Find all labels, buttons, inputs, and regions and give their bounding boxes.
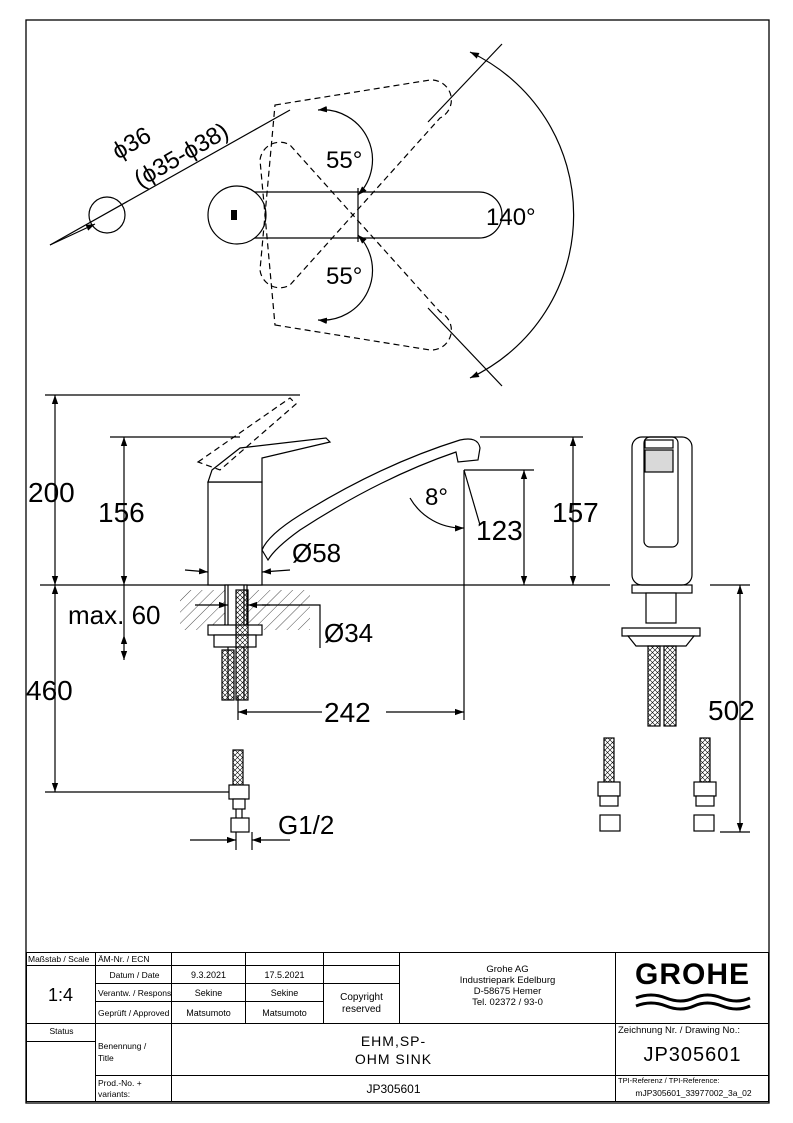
hose-connector-side bbox=[228, 749, 250, 833]
hose-connector-front-left bbox=[597, 737, 621, 832]
date-label: Datum / Date bbox=[96, 966, 172, 984]
tpi-value: mJP305601_33977002_3a_02 bbox=[635, 1088, 752, 1098]
prod-label: Prod.-No. + variants: bbox=[96, 1076, 172, 1102]
spout-angle-label: 8° bbox=[425, 484, 448, 511]
title-cell: EHM,SP- OHM SINK bbox=[172, 1024, 616, 1076]
front-view bbox=[597, 436, 750, 833]
copyright-line2: reserved bbox=[342, 1004, 381, 1015]
date-1: 9.3.2021 bbox=[172, 966, 246, 984]
sheet-frame bbox=[25, 19, 770, 1104]
top-view bbox=[49, 43, 575, 387]
title-line1: EHM,SP- bbox=[360, 1033, 427, 1049]
scale-label: Maßstab / Scale bbox=[26, 952, 96, 966]
company-line1: Grohe AG bbox=[486, 964, 529, 975]
angle-spread-label: 140° bbox=[486, 204, 536, 231]
drawing-no-cell: Zeichnung Nr. / Drawing No.: JP305601 bbox=[616, 1024, 769, 1076]
approved-label: Geprüft / Approved bbox=[96, 1002, 172, 1024]
spout bbox=[261, 438, 481, 562]
copyright-line1: Copyright bbox=[340, 992, 383, 1003]
title-line2: OHM SINK bbox=[354, 1051, 433, 1067]
spout-top-label: 157 bbox=[552, 497, 599, 528]
drawing-no: JP305601 bbox=[643, 1044, 742, 1066]
lever-side bbox=[207, 437, 332, 483]
responsible-2: Sekine bbox=[246, 984, 324, 1002]
hole-diameter-label: Ø34 bbox=[324, 618, 373, 648]
date-cell-3 bbox=[324, 966, 400, 984]
company-line2: Industriepark Edelburg bbox=[459, 975, 556, 986]
status-cell bbox=[26, 1042, 96, 1102]
date-2: 17.5.2021 bbox=[246, 966, 324, 984]
logo-cell: GROHE bbox=[616, 952, 769, 1024]
wave-logo-icon bbox=[635, 993, 751, 1011]
lever-swing-down bbox=[259, 141, 452, 351]
scale-value: 1:4 bbox=[26, 966, 96, 1024]
title-field-label: Benennung / Title bbox=[96, 1024, 172, 1076]
tpi-cell: TPI-Referenz / TPI-Reference: mJP305601_… bbox=[616, 1076, 769, 1102]
side-view bbox=[40, 394, 610, 850]
ecn-label: ÄM-Nr. / ECN bbox=[96, 952, 172, 966]
hole-circle bbox=[88, 196, 126, 234]
company-line4: Tel. 02372 / 93-0 bbox=[472, 997, 543, 1008]
company-cell: Grohe AG Industriepark Edelburg D-58675 … bbox=[400, 952, 616, 1024]
ecn-cell-3 bbox=[324, 952, 400, 966]
company-line3: D-58675 Hemer bbox=[473, 986, 542, 997]
height-body-label: 156 bbox=[98, 497, 145, 528]
height-total-label: 200 bbox=[28, 477, 75, 508]
hose-connector-front-right bbox=[693, 737, 717, 832]
lever-swing-up bbox=[259, 79, 452, 289]
angle-up-label: 55° bbox=[326, 147, 362, 174]
tpi-label: TPI-Referenz / TPI-Reference: bbox=[618, 1076, 720, 1085]
title-block: Maßstab / Scale 1:4 Status ÄM-Nr. / ECN … bbox=[26, 952, 769, 1102]
reach-label: 242 bbox=[324, 697, 371, 728]
angle-down-label: 55° bbox=[326, 263, 362, 290]
responsible-1: Sekine bbox=[172, 984, 246, 1002]
drawing-no-label: Zeichnung Nr. / Drawing No.: bbox=[618, 1025, 740, 1036]
grohe-logo: GROHE bbox=[634, 958, 750, 991]
copyright-cell: Copyright reserved bbox=[324, 984, 400, 1024]
hose-length-label: 460 bbox=[26, 675, 73, 706]
approved-2: Matsumoto bbox=[246, 1002, 324, 1024]
body-diameter-label: Ø58 bbox=[292, 538, 341, 568]
status-label: Status bbox=[26, 1024, 96, 1042]
responsible-label: Verantw. / Respons bbox=[96, 984, 172, 1002]
faucet-body bbox=[207, 481, 263, 586]
ecn-cell-2 bbox=[246, 952, 324, 966]
approved-1: Matsumoto bbox=[172, 1002, 246, 1024]
deck-max-label: max. 60 bbox=[68, 600, 161, 630]
thread-label: G1/2 bbox=[278, 810, 334, 840]
hose-side-label: 502 bbox=[708, 695, 755, 726]
ecn-cell-1 bbox=[172, 952, 246, 966]
prod-no: JP305601 bbox=[172, 1076, 616, 1102]
spout-height-label: 123 bbox=[476, 515, 523, 546]
